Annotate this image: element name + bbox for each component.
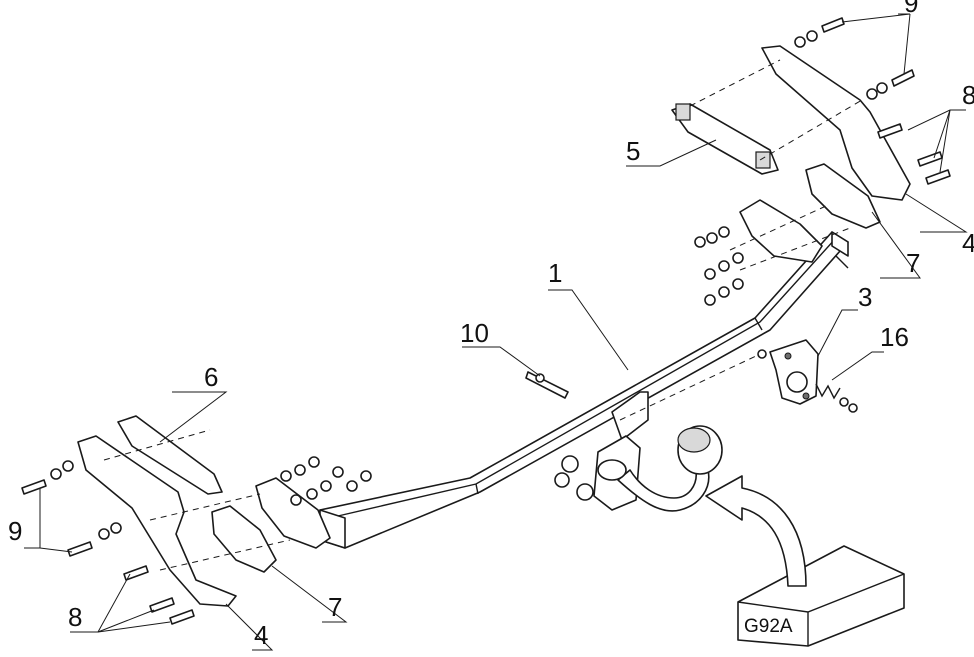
left-nuts-washers bbox=[21, 456, 372, 625]
socket-plate-part-3 bbox=[757, 339, 819, 405]
callout-9-left: 9 bbox=[8, 516, 22, 546]
callout-6: 6 bbox=[204, 362, 218, 392]
callout-16: 16 bbox=[880, 322, 909, 352]
right-brackets bbox=[671, 45, 911, 263]
curved-arrow-icon bbox=[705, 475, 807, 587]
bolt-part-10 bbox=[525, 371, 569, 399]
tow-ball-assembly bbox=[554, 391, 723, 512]
callout-3: 3 bbox=[858, 282, 872, 312]
callout-10: 10 bbox=[460, 318, 489, 348]
callout-7-right: 7 bbox=[906, 248, 920, 278]
callout-4-left: 4 bbox=[254, 620, 268, 650]
callout-8-left: 8 bbox=[68, 602, 82, 632]
kit-box-label: G92A bbox=[744, 616, 793, 637]
callout-7-left: 7 bbox=[328, 592, 342, 622]
leader-lines bbox=[24, 13, 968, 651]
assembly-lines bbox=[103, 59, 863, 571]
callout-1: 1 bbox=[548, 258, 562, 288]
callout-9-right: 9 bbox=[904, 0, 918, 18]
callout-8-right: 8 bbox=[962, 80, 974, 110]
left-brackets bbox=[77, 415, 331, 607]
spring-part-16 bbox=[815, 383, 858, 413]
right-nuts-washers bbox=[694, 17, 951, 306]
callout-4-right: 4 bbox=[962, 228, 974, 258]
kit-box: G92A bbox=[737, 545, 905, 647]
callout-5: 5 bbox=[626, 136, 640, 166]
